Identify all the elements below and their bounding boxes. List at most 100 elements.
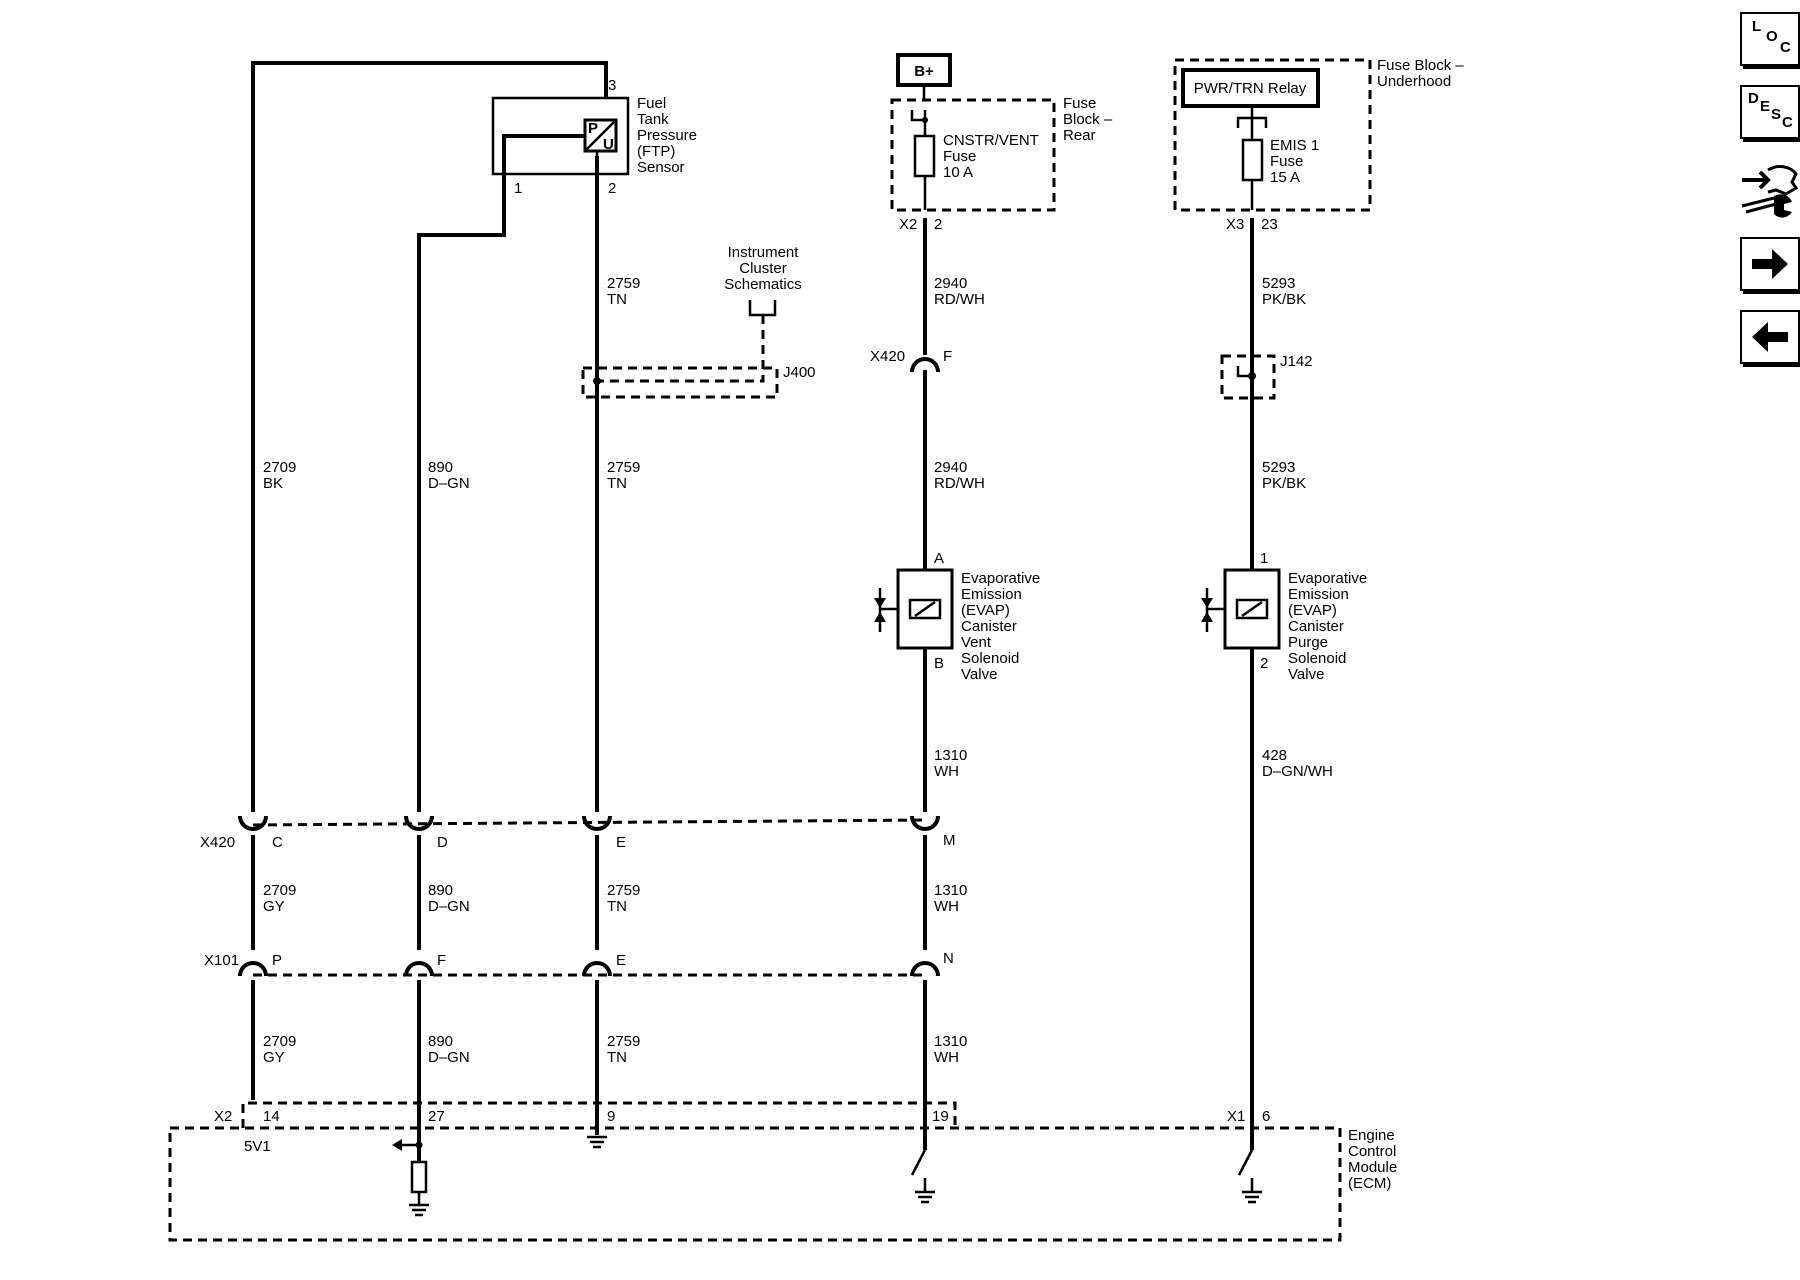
fuse-underhood-pin: 23 — [1261, 216, 1278, 233]
ecm-boundary — [168, 1126, 1342, 1242]
svg-text:1310: 1310 — [934, 882, 967, 899]
ecm-x2-pin-9: 9 — [607, 1108, 615, 1125]
svg-text:890: 890 — [428, 882, 453, 899]
svg-text:Block –: Block – — [1063, 111, 1113, 128]
ftp-pin-3: 3 — [608, 77, 616, 94]
ecm-5v-reference: 5V1 — [244, 1138, 271, 1155]
loc-o: O — [1766, 28, 1778, 45]
svg-text:D–GN/WH: D–GN/WH — [1262, 763, 1333, 780]
x101-pin-p: P — [272, 952, 282, 969]
pwr-trn-relay-label: PWR/TRN Relay — [1194, 80, 1307, 97]
svg-text:Schematics: Schematics — [724, 276, 802, 293]
svg-text:Sensor: Sensor — [637, 159, 685, 176]
svg-text:Pressure: Pressure — [637, 127, 697, 144]
description-button[interactable]: D E S C — [1740, 85, 1800, 139]
x420-pin-d: D — [437, 834, 448, 851]
x420-top-connector — [910, 357, 940, 373]
svg-text:2709: 2709 — [263, 1033, 296, 1050]
ecm-x2-name: X2 — [214, 1108, 232, 1125]
svg-text:890: 890 — [428, 1033, 453, 1050]
svg-text:TN: TN — [607, 291, 627, 308]
fuse-emis-1-label: EMIS 1 Fuse 15 A — [1270, 137, 1319, 186]
x101-pin-f: F — [437, 952, 446, 969]
x420-pin-e: E — [616, 834, 626, 851]
svg-text:BK: BK — [263, 475, 283, 492]
svg-text:TN: TN — [607, 475, 627, 492]
svg-text:Canister: Canister — [1288, 618, 1344, 635]
ftp-sensor-label: Fuel Tank Pressure (FTP) Sensor — [637, 95, 697, 176]
vent-pin-b: B — [934, 655, 944, 672]
svg-text:2940: 2940 — [934, 275, 967, 292]
svg-text:2759: 2759 — [607, 882, 640, 899]
ecm-x2-pin-19: 19 — [932, 1108, 949, 1125]
svg-text:Control: Control — [1348, 1143, 1396, 1160]
svg-text:(ECM): (ECM) — [1348, 1175, 1391, 1192]
splice-j400 — [581, 366, 779, 399]
fuse-block-underhood-boundary — [1173, 58, 1372, 212]
svg-text:GY: GY — [263, 1049, 285, 1066]
svg-text:PK/BK: PK/BK — [1262, 291, 1306, 308]
svg-text:Evaporative: Evaporative — [961, 570, 1040, 587]
svg-text:Fuel: Fuel — [637, 95, 666, 112]
ecm-x2-header — [241, 1101, 957, 1128]
svg-text:Instrument: Instrument — [728, 244, 800, 261]
fuse-cnstr-vent — [913, 134, 936, 178]
instrument-cluster-reference[interactable]: Instrument Cluster Schematics — [724, 244, 802, 317]
svg-text:Canister: Canister — [961, 618, 1017, 635]
ftp-sensor-p: P — [588, 120, 598, 137]
desc-c: C — [1782, 114, 1793, 131]
svg-text:D–GN: D–GN — [428, 1049, 470, 1066]
splice-j142-label: J142 — [1280, 353, 1313, 370]
svg-text:Fuse: Fuse — [1270, 153, 1303, 170]
svg-text:2709: 2709 — [263, 459, 296, 476]
svg-text:2759: 2759 — [607, 459, 640, 476]
ftp-sensor-u: U — [603, 136, 614, 153]
ecm-x2-pin-27: 27 — [428, 1108, 445, 1125]
splice-j400-dot — [593, 377, 601, 385]
previous-page-button[interactable] — [1740, 310, 1800, 364]
fuse-rear-link — [910, 110, 927, 136]
svg-text:2940: 2940 — [934, 459, 967, 476]
svg-text:(FTP): (FTP) — [637, 143, 675, 160]
svg-text:Cluster: Cluster — [739, 260, 787, 277]
svg-text:CNSTR/VENT: CNSTR/VENT — [943, 132, 1039, 149]
svg-text:2759: 2759 — [607, 275, 640, 292]
splice-j400-label: J400 — [783, 364, 816, 381]
vent-pin-a: A — [934, 550, 944, 567]
pwr-trn-relay-box — [1181, 68, 1320, 108]
svg-text:(EVAP): (EVAP) — [961, 602, 1010, 619]
next-page-button[interactable] — [1740, 237, 1800, 291]
ecm-label: Engine Control Module (ECM) — [1348, 1127, 1397, 1192]
ecm-x1-pin-6: 6 — [1262, 1108, 1270, 1125]
splice-j142 — [1220, 354, 1276, 400]
location-button[interactable]: L O C — [1740, 12, 1800, 66]
svg-text:Vent: Vent — [961, 634, 992, 651]
svg-text:Fuse: Fuse — [943, 148, 976, 165]
svg-text:WH: WH — [934, 898, 959, 915]
svg-text:Module: Module — [1348, 1159, 1397, 1176]
purge-pin-1: 1 — [1260, 550, 1268, 567]
svg-text:D–GN: D–GN — [428, 898, 470, 915]
svg-text:890: 890 — [428, 459, 453, 476]
svg-text:PK/BK: PK/BK — [1262, 475, 1306, 492]
svg-text:TN: TN — [607, 1049, 627, 1066]
fuse-cnstr-vent-label: CNSTR/VENT Fuse 10 A — [943, 132, 1039, 181]
svg-text:5293: 5293 — [1262, 275, 1295, 292]
x101-name: X101 — [204, 952, 239, 969]
fuse-rear-conn: X2 — [899, 216, 917, 233]
svg-text:15 A: 15 A — [1270, 169, 1300, 186]
svg-text:D–GN: D–GN — [428, 475, 470, 492]
connector-repair-icon[interactable] — [1738, 158, 1800, 224]
